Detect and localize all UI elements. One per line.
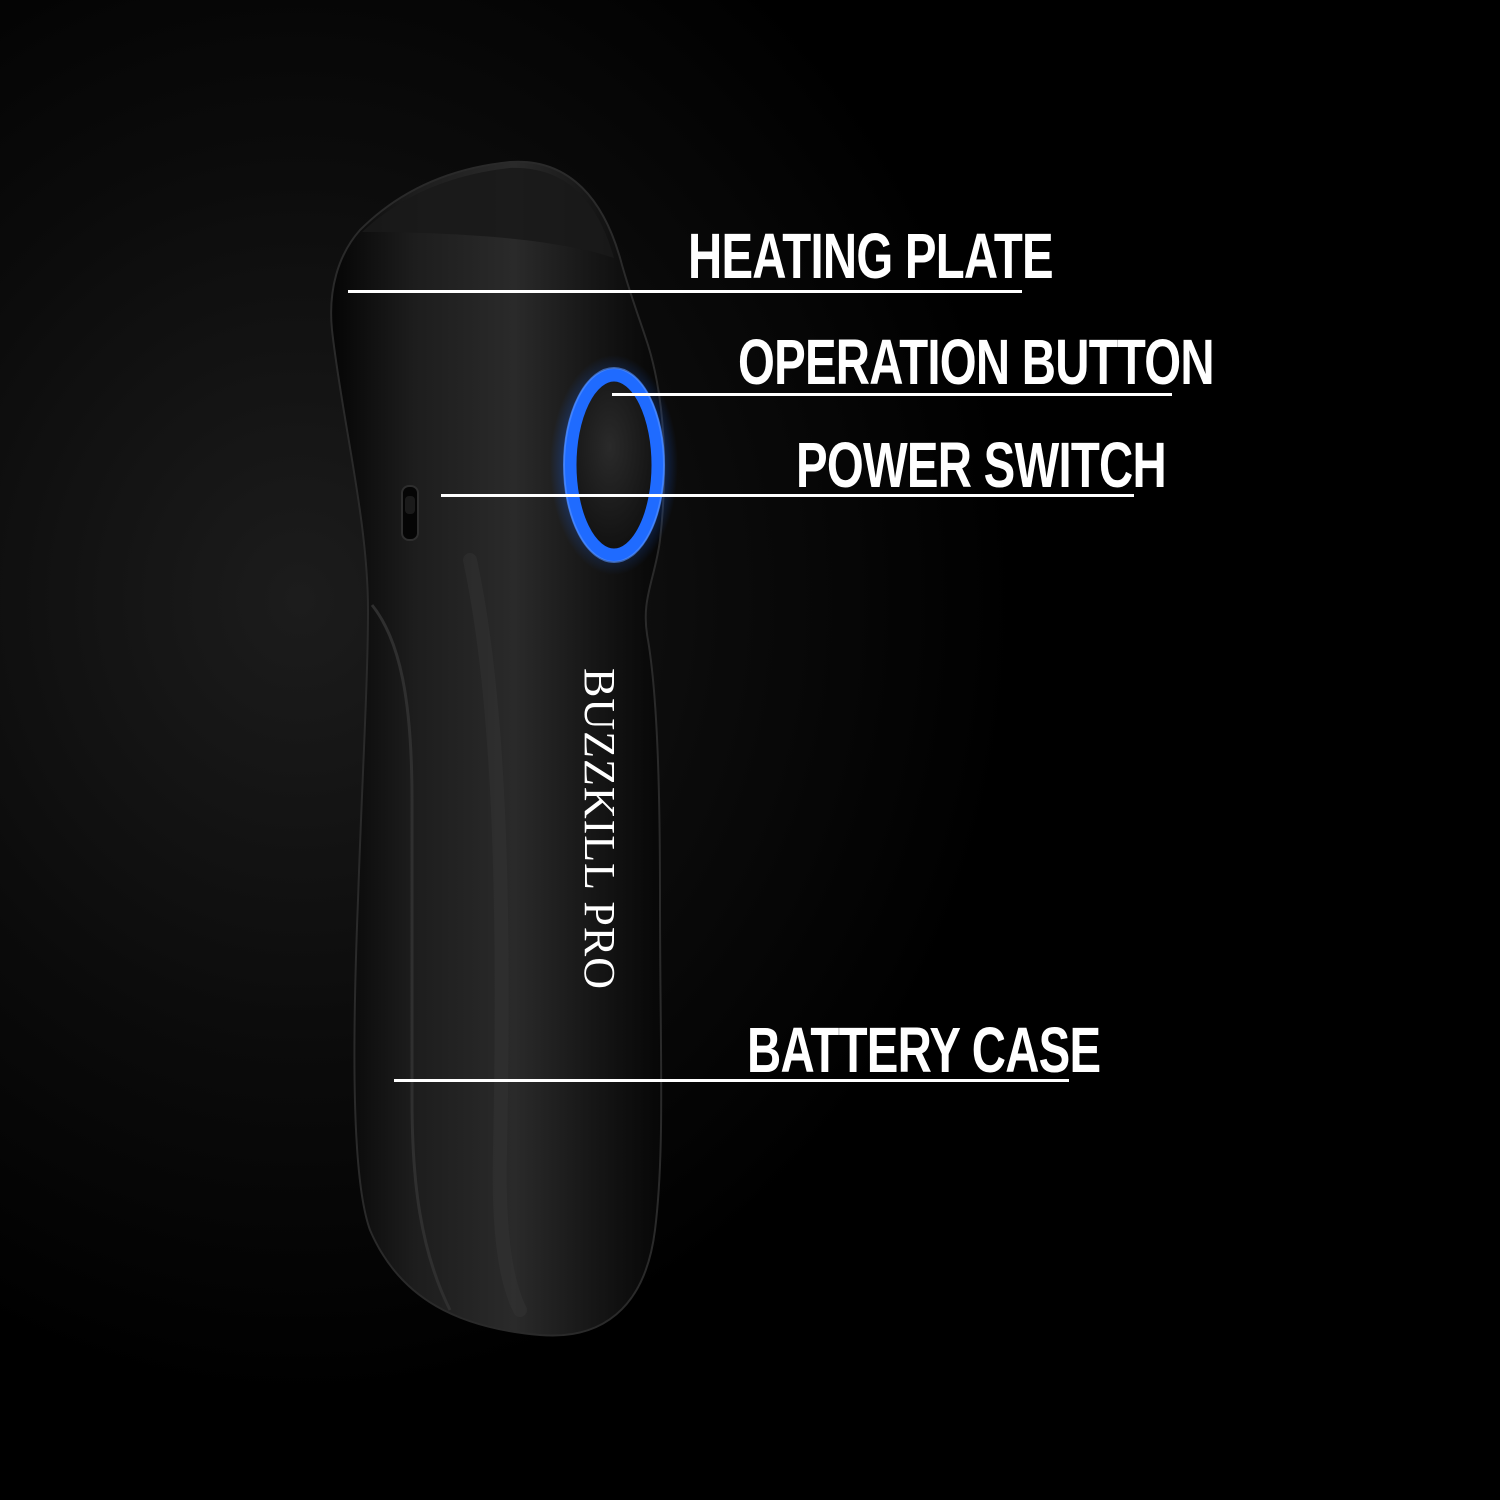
operation-button [550, 355, 678, 575]
battery-case-seam [370, 604, 452, 1311]
battery-case-label: BATTERY CASE [747, 1014, 1101, 1086]
power-switch [401, 485, 419, 541]
battery-case-leader-line [394, 1079, 1069, 1082]
operation-button-label: OPERATION BUTTON [738, 326, 1215, 398]
heating-plate-leader-line [348, 290, 1022, 293]
power-switch-label: POWER SWITCH [796, 429, 1167, 501]
heating-plate-cap [362, 167, 614, 258]
brand-text: BUZZKILL PRO [575, 668, 624, 990]
body-highlight [463, 553, 527, 1317]
heating-plate-label: HEATING PLATE [688, 220, 1054, 292]
operation-button-leader-line [612, 393, 1172, 396]
power-switch-leader-line [441, 494, 1134, 497]
